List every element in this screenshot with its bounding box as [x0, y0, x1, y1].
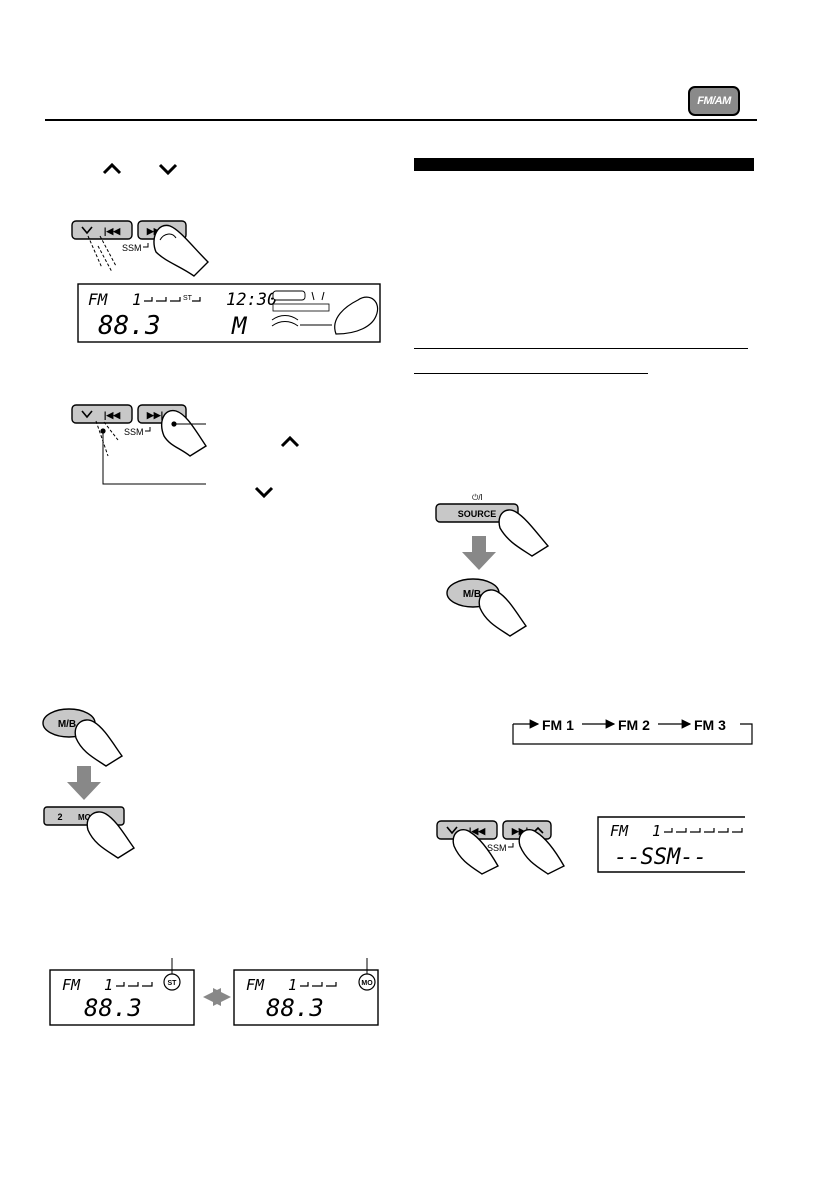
lcd-ssm-band: FM [610, 822, 629, 840]
fm-am-badge: FM/AM [688, 86, 740, 116]
band-cycle-item-1: FM 1 [542, 717, 574, 733]
finger-icon-5 [74, 719, 124, 767]
svg-text:ST: ST [183, 295, 193, 302]
down-chevron-icon [158, 163, 178, 176]
lcd-bl-preset: 1 [104, 976, 113, 994]
lcd-br-preset: 1 [288, 976, 297, 994]
fm-am-badge-label: FM/AM [697, 95, 731, 107]
down-arrow-icon [462, 536, 496, 570]
power-symbol: ⏻/I [472, 493, 483, 502]
preset-2-button-label: 2 [57, 812, 62, 822]
lcd-top-frequency: 88.3 [98, 311, 161, 341]
lcd-display-ssm: FM 1 --SSM-- [597, 816, 745, 873]
band-cycle-item-3: FM 3 [694, 717, 726, 733]
lcd-display-bottom-right: FM 1 MO 88.3 [233, 958, 379, 1026]
finger-icon-7 [452, 828, 499, 875]
prev-button[interactable]: |◀◀ [71, 220, 133, 240]
lcd-ssm-preset: 1 [652, 822, 661, 840]
ssm-label: SSM [122, 243, 142, 253]
header-rule [45, 119, 757, 121]
lcd-bl-frequency: 88.3 [84, 994, 142, 1022]
ssm-label-3: SSM [487, 843, 507, 853]
lcd-bl-indicator: ST [168, 980, 178, 987]
section-heading-bar [414, 158, 754, 171]
finger-icon-8 [518, 828, 565, 875]
next-button-3-label: ▶▶| [511, 826, 528, 836]
lcd-top-band: FM [88, 290, 109, 309]
next-button-label: ▶▶| [146, 226, 163, 236]
lcd-top-mode: M [231, 312, 248, 340]
mb-button-label: M/B [463, 589, 481, 600]
band-cycle-diagram: FM 1 FM 2 FM 3 [512, 717, 753, 745]
lcd-bl-band: FM [62, 976, 81, 994]
underline-2 [414, 373, 648, 375]
finger-icon-2 [160, 409, 207, 457]
underline-1 [414, 348, 748, 350]
prev-button-label: |◀◀ [104, 226, 121, 236]
lcd-display-bottom-left: FM 1 ST 88.3 [49, 958, 195, 1026]
lcd-br-indicator: MO [361, 980, 373, 987]
lcd-br-band: FM [246, 976, 265, 994]
lcd-top-preset: 1 [132, 290, 142, 309]
finger-icon-4 [478, 589, 528, 637]
lcd-ssm-text: --SSM-- [614, 845, 707, 870]
up-chevron-icon [102, 162, 122, 175]
lcd-display-top: FM 1 ST 12:30 88.3 M [77, 283, 381, 343]
ssm-label-2: SSM [124, 427, 144, 437]
prev-button-3-label: |◀◀ [469, 826, 486, 836]
mo-label: MO [78, 813, 91, 822]
source-button-label: SOURCE [458, 509, 497, 519]
finger-icon-3 [498, 509, 550, 557]
lcd-top-clock: 12:30 [226, 290, 277, 310]
mb-button-2-label: M/B [58, 719, 76, 730]
next-button-2-label: ▶▶| [146, 410, 163, 420]
band-cycle-item-2: FM 2 [618, 717, 650, 733]
down-arrow-icon-2 [67, 766, 101, 800]
down-chevron-icon-2 [254, 486, 274, 499]
up-chevron-icon-2 [280, 435, 300, 448]
prev-button-2[interactable]: |◀◀ [71, 404, 133, 424]
finger-icon-6 [86, 811, 136, 859]
prev-button-2-label: |◀◀ [104, 410, 121, 420]
finger-icon [153, 224, 209, 277]
lcd-br-frequency: 88.3 [266, 994, 324, 1022]
